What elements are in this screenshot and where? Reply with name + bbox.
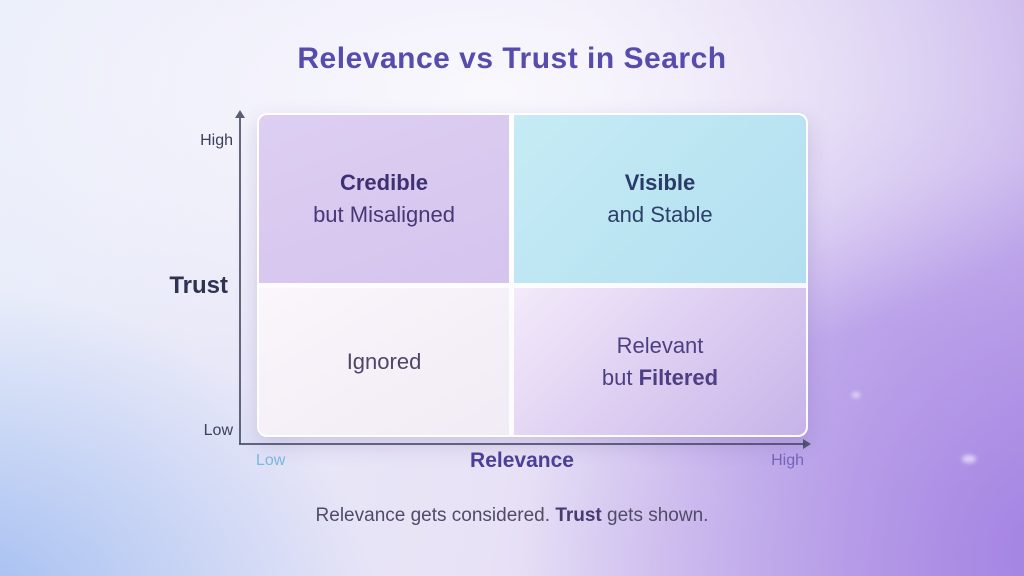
x-axis-line [239,443,805,445]
sparkle-decoration [962,455,976,463]
quadrant-line2: but Filtered [601,364,719,390]
quadrant-line1: Visible [624,170,696,195]
quadrant-line1: Credible [339,170,429,195]
quadrant-relevant-but-filtered: Relevant but Filtered [514,288,806,435]
caption: Relevance gets considered. Trust gets sh… [315,505,709,526]
x-axis-high-label: High [771,452,804,469]
quadrant-ignored: Ignored [259,288,509,435]
x-axis-arrow-icon [803,439,811,449]
quadrant-credible-but-misaligned: Credible but Misaligned [259,115,509,283]
x-axis-title: Relevance [470,449,574,472]
quadrant-line1: Ignored [346,348,422,374]
y-axis-high-label: High [200,132,233,149]
caption-bold-word: Trust [555,505,602,526]
quadrant-line2: but Misaligned [313,202,455,227]
quadrant-line2: and Stable [607,202,713,227]
y-axis-low-label: Low [203,422,233,439]
quadrant-line1: Relevant [616,332,704,358]
y-axis-arrow-icon [235,110,245,118]
page-title: Relevance vs Trust in Search [297,42,727,75]
y-axis-line [239,118,241,444]
quadrant-visible-and-stable: Visible and Stable [514,115,806,283]
x-axis-low-label: Low [256,452,286,469]
sparkle-decoration [852,392,860,398]
y-axis-title: Trust [169,272,228,299]
quadrant-matrix: Credible but Misaligned Visible and Stab… [257,113,808,437]
